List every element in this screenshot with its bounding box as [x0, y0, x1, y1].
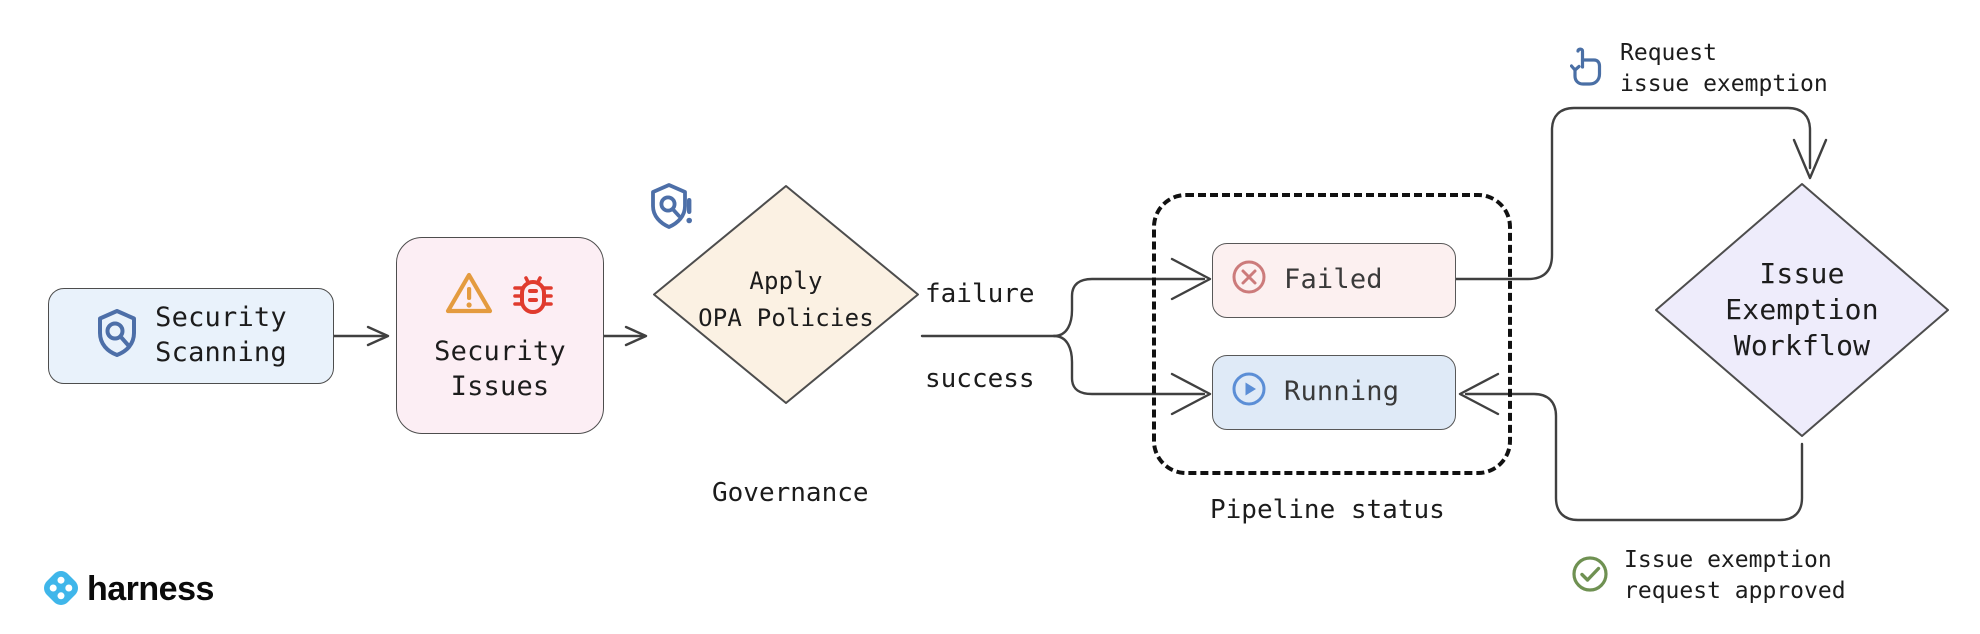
- node-issue-exemption-workflow[interactable]: Issue Exemption Workflow: [1652, 180, 1952, 440]
- node-status-running[interactable]: Running: [1212, 355, 1456, 430]
- node-apply-opa-policies[interactable]: Apply OPA Policies: [650, 182, 922, 407]
- annotation-approved-line1: Issue exemption: [1624, 547, 1832, 573]
- play-circle-icon: [1230, 370, 1268, 415]
- annotation-approved-text: Issue exemption request approved: [1624, 545, 1846, 606]
- shield-search-icon: [95, 308, 139, 365]
- harness-logo: harness: [44, 570, 214, 609]
- node-status-running-label: Running: [1284, 376, 1400, 408]
- security-issue-icons: [445, 270, 555, 323]
- edge-label-failure: failure: [925, 279, 1035, 309]
- warning-triangle-icon: [445, 271, 493, 322]
- node-status-failed[interactable]: Failed: [1212, 243, 1456, 318]
- edge-label-success: success: [925, 364, 1035, 394]
- node-status-failed-label: Failed: [1284, 264, 1383, 296]
- node-security-issues[interactable]: Security Issues: [396, 237, 604, 434]
- annotation-request-line1: Request: [1620, 40, 1717, 66]
- click-hand-icon: [1569, 46, 1606, 92]
- check-circle-icon: [1570, 554, 1610, 598]
- x-circle-icon: [1230, 258, 1268, 303]
- node-security-scanning[interactable]: Security Scanning: [48, 288, 334, 384]
- node-apply-opa-policies-content: Apply OPA Policies: [650, 182, 922, 407]
- harness-wordmark: harness: [87, 570, 214, 608]
- annotation-request-line2: issue exemption: [1620, 70, 1828, 97]
- annotation-approved-line2: request approved: [1624, 577, 1846, 604]
- annotation-request-approved: Issue exemption request approved: [1570, 545, 1846, 606]
- group-pipeline-status: [1152, 193, 1512, 475]
- node-issue-exemption-workflow-line3: Workflow: [1733, 328, 1871, 362]
- caption-governance: Governance: [712, 478, 869, 508]
- annotation-request-text: Request issue exemption: [1620, 38, 1828, 99]
- bug-icon: [511, 270, 555, 323]
- node-apply-opa-policies-line2: OPA Policies: [698, 303, 874, 332]
- node-apply-opa-policies-line1: Apply: [749, 266, 823, 295]
- node-issue-exemption-workflow-line1: Issue: [1759, 257, 1845, 291]
- caption-pipeline-status: Pipeline status: [1210, 495, 1445, 525]
- harness-logo-icon: [44, 570, 78, 609]
- node-issue-exemption-workflow-content: Issue Exemption Workflow: [1652, 180, 1952, 440]
- node-security-issues-label: Security Issues: [434, 336, 566, 402]
- node-security-scanning-label: Security Scanning: [155, 302, 287, 368]
- annotation-request-issue-exemption: Request issue exemption: [1569, 38, 1828, 99]
- node-issue-exemption-workflow-line2: Exemption: [1725, 293, 1879, 327]
